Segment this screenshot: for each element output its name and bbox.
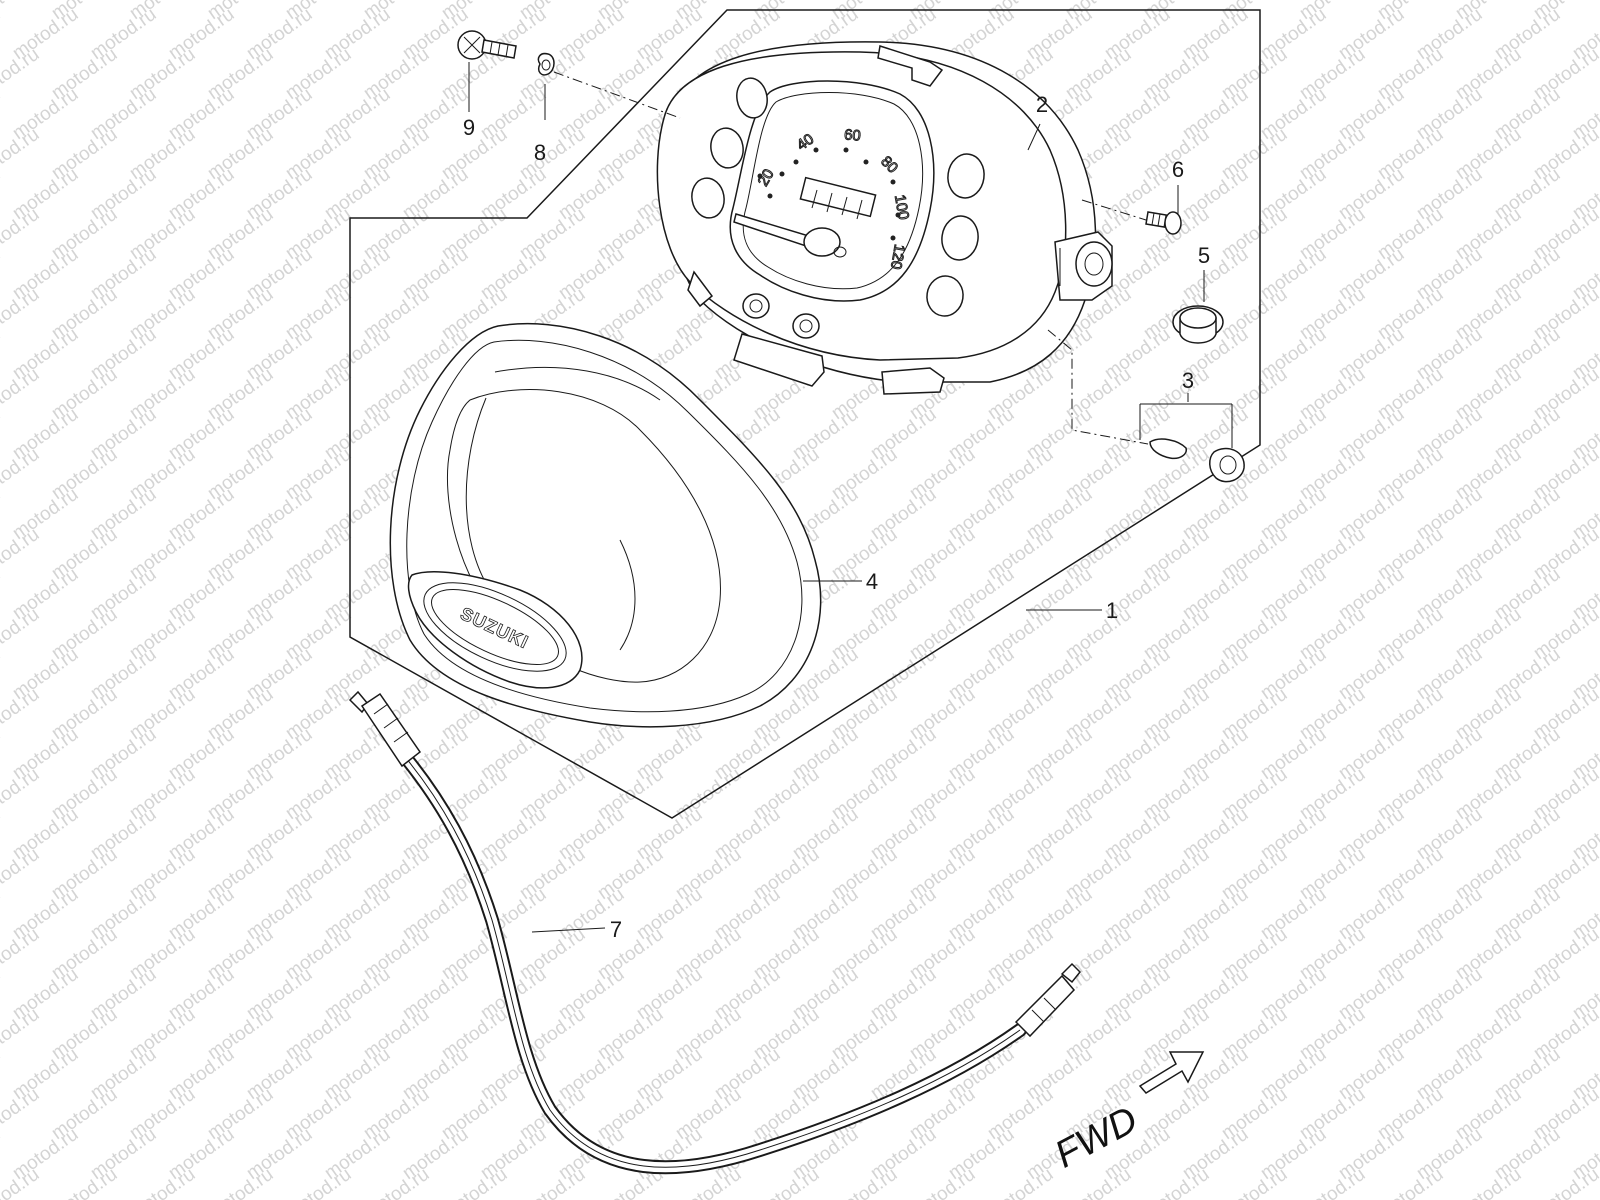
watermark-text: motod.ru bbox=[0, 684, 43, 744]
watermark-text: motod.ru bbox=[0, 204, 43, 264]
watermark-text: motod.ru bbox=[0, 844, 43, 904]
watermark-text: motod.ru bbox=[0, 924, 43, 984]
watermark-text: motod.ru bbox=[750, 1164, 823, 1200]
callout-labels: 1 2 3 4 5 6 7 8 9 bbox=[463, 92, 1210, 942]
indicator-lamps bbox=[691, 77, 985, 339]
callout-3: 3 bbox=[1182, 368, 1194, 393]
watermark-text: motod.ru bbox=[0, 644, 4, 704]
bulb-socket-part-3 bbox=[1149, 438, 1245, 483]
watermark-text: motod.ru bbox=[516, 1164, 589, 1200]
screw-part-9 bbox=[457, 30, 517, 60]
watermark-text: motod.ru bbox=[0, 964, 4, 1024]
watermark-text: motod.ru bbox=[0, 364, 43, 424]
watermark-text: motod.ru bbox=[0, 484, 4, 544]
arrow-right-outline-icon bbox=[1138, 1051, 1205, 1094]
watermark-text: motod.ru bbox=[48, 1164, 121, 1200]
watermark-text: motod.ru bbox=[0, 1044, 4, 1104]
watermark-text: motod.ru bbox=[906, 1164, 979, 1200]
watermark-text: motod.ru bbox=[0, 0, 43, 24]
watermark-text: motod.ru bbox=[0, 444, 43, 504]
callout-4: 4 bbox=[866, 569, 878, 594]
grommet-part-5 bbox=[1172, 305, 1224, 344]
watermark-text: motod.ru bbox=[0, 564, 4, 624]
watermark-text: motod.ru bbox=[0, 604, 43, 664]
watermark-text: motod.ru bbox=[0, 244, 4, 304]
callout-7: 7 bbox=[610, 917, 622, 942]
callout-2: 2 bbox=[1036, 92, 1048, 117]
callout-5: 5 bbox=[1198, 243, 1210, 268]
assembly-outline bbox=[349, 9, 1261, 819]
meter-housing bbox=[656, 41, 1113, 395]
screw-part-6 bbox=[1145, 211, 1182, 235]
watermark-text: motod.ru bbox=[0, 284, 43, 344]
watermark-text: motod.ru bbox=[0, 804, 4, 864]
washer-part-8 bbox=[537, 52, 555, 76]
watermark-text: motod.ru bbox=[282, 1164, 355, 1200]
watermark-text: motod.ru bbox=[1296, 1164, 1369, 1200]
watermark-text: motod.ru bbox=[204, 1164, 277, 1200]
watermark-text: motod.ru bbox=[1374, 1164, 1447, 1200]
speed-scale-label: 100 bbox=[891, 193, 912, 221]
watermark-text: motod.ru bbox=[0, 4, 4, 64]
watermark-text: motod.ru bbox=[0, 1004, 43, 1064]
watermark-text: motod.ru bbox=[0, 124, 43, 184]
watermark-text: motod.ru bbox=[1218, 1164, 1291, 1200]
leader-lines bbox=[468, 62, 1233, 933]
speed-scale-label: 120 bbox=[887, 243, 908, 271]
watermark-text: motod.ru bbox=[0, 404, 4, 464]
callout-6: 6 bbox=[1172, 157, 1184, 182]
watermark-text: motod.ru bbox=[0, 724, 4, 784]
meter-lens: SUZUKI bbox=[389, 323, 822, 728]
watermark-text: motod.ru bbox=[0, 1124, 4, 1184]
watermark-text: motod.ru bbox=[0, 84, 4, 144]
watermark-text: motod.ru bbox=[0, 884, 4, 944]
watermark-text: motod.ru bbox=[0, 764, 43, 824]
watermark-text: motod.ru bbox=[360, 1164, 433, 1200]
watermark-text: motod.ru bbox=[0, 1084, 43, 1144]
speed-scale-label: 20 bbox=[755, 166, 778, 189]
watermark-text: motod.ru bbox=[126, 1164, 199, 1200]
watermark-text: motod.ru bbox=[0, 44, 43, 104]
watermark-text: motod.ru bbox=[0, 324, 4, 384]
callout-9: 9 bbox=[463, 115, 475, 140]
watermark-text: motod.ru bbox=[438, 1164, 511, 1200]
callout-8: 8 bbox=[534, 140, 546, 165]
watermark-text: motod.ru bbox=[1452, 1164, 1525, 1200]
dial-tick-dots bbox=[757, 147, 901, 241]
watermark-text: motod.ru bbox=[828, 1164, 901, 1200]
speed-scale-label: 60 bbox=[843, 126, 861, 144]
watermark-text: motod.ru bbox=[1530, 1164, 1600, 1200]
watermark-text: motod.ru bbox=[0, 524, 43, 584]
watermark-text: motod.ru bbox=[1140, 1164, 1213, 1200]
watermark-text: motod.ru bbox=[0, 164, 4, 224]
speedometer-cable bbox=[348, 690, 1082, 1175]
callout-1: 1 bbox=[1106, 598, 1118, 623]
watermark-text: motod.ru bbox=[984, 1164, 1057, 1200]
